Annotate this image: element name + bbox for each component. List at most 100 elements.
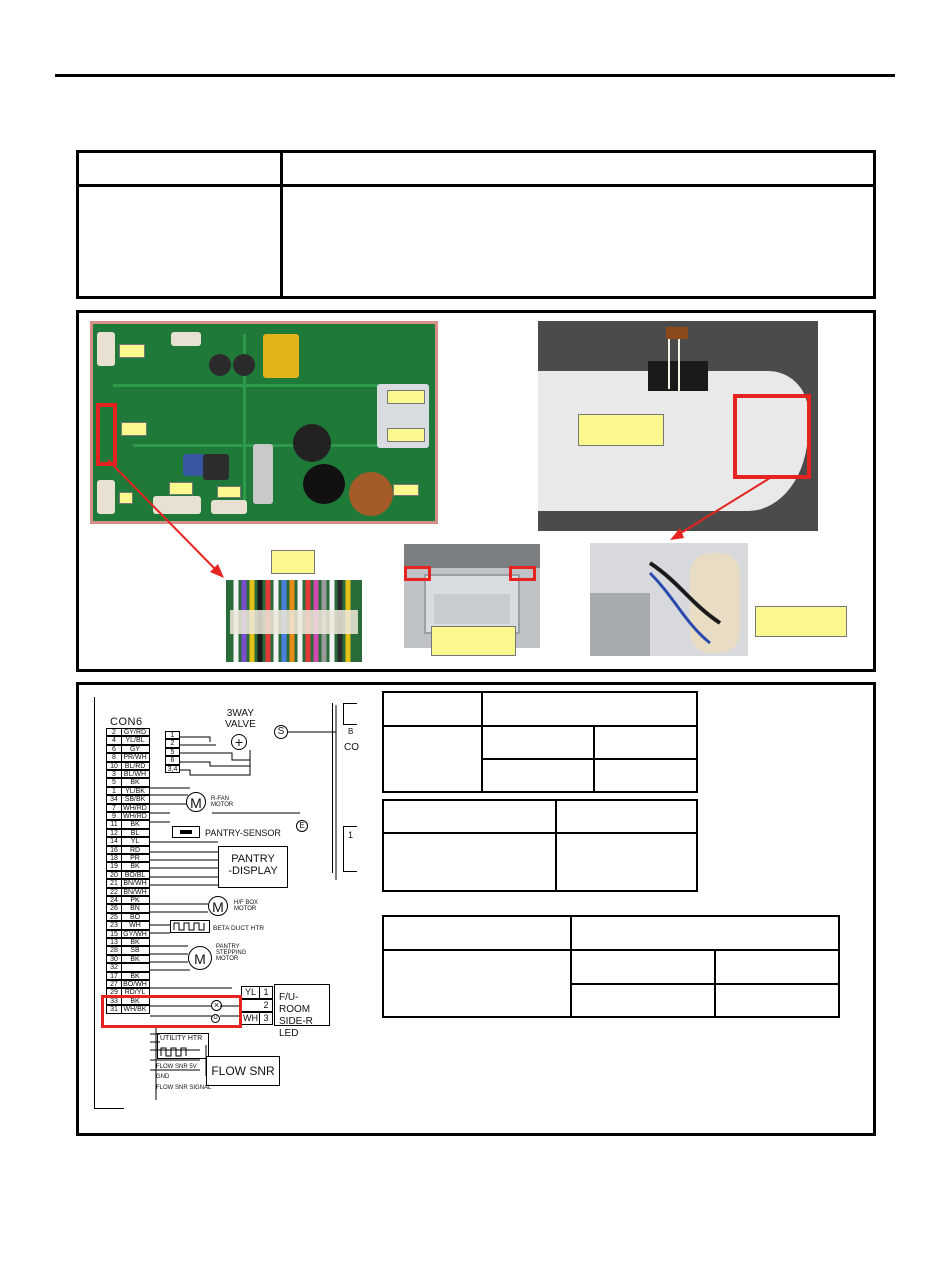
pantry-stepping-motor-label: PANTRY STEPPING MOTOR	[216, 944, 247, 962]
pin-number: 34	[107, 796, 122, 804]
pin-number: 30	[107, 955, 122, 963]
pin-row: 28 SB	[106, 946, 150, 955]
led-pin-number: 1	[263, 987, 269, 997]
pin-number: 22	[107, 888, 122, 896]
pin-number: 32	[107, 964, 122, 972]
pin-wire-color: BK	[130, 779, 140, 787]
pin-wire-color: GY/WH	[123, 930, 147, 938]
pin-wire-color: BL/RD	[124, 762, 146, 770]
pcb-tag-6	[387, 390, 425, 404]
pin-number: 5	[107, 779, 122, 787]
pin-number: 10	[107, 762, 122, 770]
valve-plus-icon: +	[231, 734, 247, 750]
led-pin-color: YL	[242, 987, 260, 998]
fridge-interior-photo	[404, 544, 540, 648]
pin-wire-color: YL/BL	[125, 737, 145, 745]
spec-table-3	[382, 915, 840, 1018]
pin-wire-color: PK	[130, 897, 140, 904]
valve-pin: 5	[165, 747, 180, 757]
pin-wire-color: BK	[130, 972, 140, 980]
cut-off-label: CO	[344, 742, 359, 753]
pin-number: 28	[107, 947, 122, 955]
relay-tag: B	[348, 727, 354, 736]
photo-panel	[76, 310, 876, 672]
valve-symbol: S	[274, 725, 288, 739]
pin-row: 32	[106, 963, 150, 972]
pin-wire-color: GY/RD	[123, 729, 147, 736]
pin-number: 23	[107, 922, 122, 930]
pin-wire-color: PR	[130, 855, 140, 862]
led-pin-color: WH	[243, 1013, 260, 1024]
led-pin-row: 2	[241, 999, 273, 1012]
relay-top-box	[343, 703, 357, 725]
valve-pin: 6	[165, 756, 180, 765]
pin-wire-color: GY	[129, 745, 141, 753]
pin-number: 1	[107, 787, 122, 795]
pin-wire-color: WH	[129, 922, 141, 930]
valve-pin: 2	[165, 739, 180, 748]
r-fan-motor-icon: M	[186, 792, 206, 812]
pin-wire-color: SB	[130, 947, 140, 955]
pin-wire-color: BO/WH	[123, 981, 147, 988]
pcb-tag-3	[119, 492, 133, 504]
pin-wire-color: BK	[130, 939, 140, 946]
pin-wire-color: WH/RD	[123, 813, 147, 820]
diagram-left-rail	[94, 697, 95, 1109]
sensor-ground-icon: E	[296, 820, 308, 832]
pin-row: 19 BK	[106, 862, 150, 871]
pin-number: 31	[107, 1006, 122, 1014]
relay-pin: 1	[348, 830, 354, 840]
info-table-header-divider	[79, 184, 873, 187]
pcb-tag-2	[121, 422, 147, 436]
wiring-panel	[76, 682, 876, 1136]
pcb-tag-5	[217, 486, 241, 498]
pin-number: 19	[107, 863, 122, 871]
led-box: F/U-ROOM SIDE-R LED	[274, 984, 330, 1039]
flow-sensor-box: FLOW SNR	[206, 1056, 280, 1086]
led-pin-number: 3	[263, 1013, 269, 1023]
flow-5v-label: FLOW SNR 5V	[156, 1064, 197, 1070]
info-table	[76, 150, 876, 299]
spec-table-1	[382, 691, 698, 793]
connector-name: CON6	[110, 716, 143, 728]
led-cover-tag	[578, 414, 664, 446]
hf-box-motor-label: H/F BOX MOTOR	[234, 900, 259, 912]
flow-gnd-label: GND	[156, 1074, 170, 1080]
utility-heater-box: UTILITY HTR	[157, 1033, 209, 1059]
pin-wire-color: PR/WH	[123, 754, 147, 762]
pin-wire-color: BL/WH	[123, 771, 147, 778]
pin-wire-color: WH/BK	[123, 1006, 147, 1014]
pin-number: 4	[107, 737, 122, 745]
hf-box-motor-icon: M	[208, 896, 228, 916]
fridge-right-led-highlight	[509, 566, 536, 581]
pin-wire-color: YL/BK	[125, 787, 145, 795]
pin-wire-color: BN/WH	[123, 888, 147, 896]
pin-wire-color: BK	[130, 955, 140, 963]
pantry-stepping-motor-icon: M	[188, 946, 212, 970]
pin-number: 2	[107, 729, 122, 736]
connector-tag	[271, 550, 315, 574]
pin-wire-color: BK	[130, 863, 140, 871]
pin-wire-color: YL	[130, 838, 140, 846]
pin-number: 25	[107, 913, 122, 921]
header-rule	[55, 74, 895, 77]
pcb-tag-7	[387, 428, 425, 442]
